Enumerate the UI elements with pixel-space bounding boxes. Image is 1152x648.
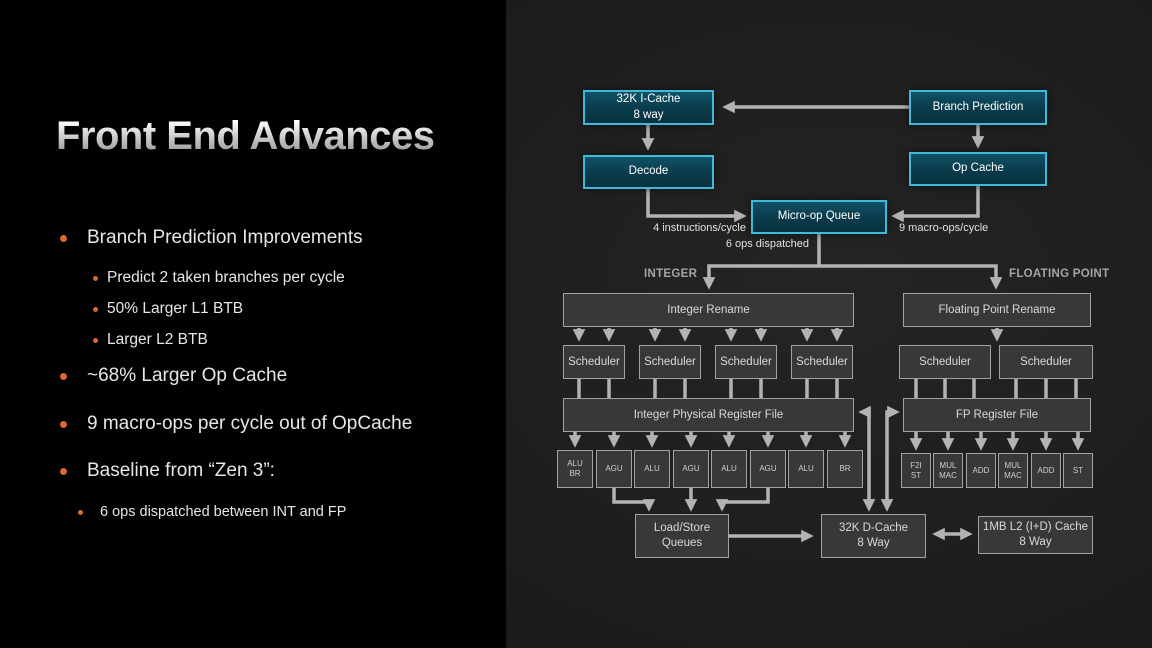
int-exec-unit-box: ALU [788, 450, 824, 488]
fp-scheduler-box: Scheduler [899, 345, 991, 379]
bullet-text: 9 macro-ops per cycle out of OpCache [87, 413, 413, 434]
integer-register-file-box: Integer Physical Register File [563, 398, 854, 432]
icache-box: 32K I-Cache 8 way [583, 90, 714, 125]
int-exec-unit-box: AGU [596, 450, 632, 488]
int-exec-unit-box: BR [827, 450, 863, 488]
bullet-text: Branch Prediction Improvements [87, 227, 363, 248]
bullet-icon [93, 307, 98, 312]
fp-exec-unit-box: ADD [1031, 453, 1061, 488]
int-scheduler-box: Scheduler [715, 345, 777, 379]
floating-point-section-label: FLOATING POINT [1009, 268, 1110, 280]
fp-exec-unit-box: MUL MAC [933, 453, 963, 488]
bullet-icon [60, 468, 67, 475]
fp-scheduler-box: Scheduler [999, 345, 1093, 379]
macro-ops-per-cycle-label: 9 macro-ops/cycle [899, 222, 989, 234]
bullet-icon [78, 510, 83, 515]
bullet-text: Baseline from “Zen 3”: [87, 460, 275, 481]
bullet-icon [93, 338, 98, 343]
int-exec-unit-box: ALU [711, 450, 747, 488]
branch-prediction-box: Branch Prediction [909, 90, 1047, 125]
bullet-baseline-zen3: Baseline from “Zen 3”: [60, 460, 275, 482]
bullet-text: Predict 2 taken branches per cycle [107, 269, 345, 286]
fp-exec-unit-box: F2I ST [901, 453, 931, 488]
int-scheduler-box: Scheduler [563, 345, 625, 379]
bullet-text: ~68% Larger Op Cache [87, 365, 288, 386]
bullet-text: Larger L2 BTB [107, 331, 208, 348]
instructions-per-cycle-label: 4 instructions/cycle [653, 222, 746, 234]
bullet-6-ops-dispatched: 6 ops dispatched between INT and FP [78, 504, 346, 520]
bullet-icon [60, 235, 67, 242]
fp-register-file-box: FP Register File [903, 398, 1091, 432]
int-exec-unit-box: ALU [634, 450, 670, 488]
bullet-text: 6 ops dispatched between INT and FP [100, 504, 347, 520]
integer-section-label: INTEGER [644, 268, 698, 280]
block-diagram-panel: 32K I-Cache 8 way Branch Prediction Deco… [506, 0, 1152, 648]
op-cache-box: Op Cache [909, 152, 1047, 186]
integer-rename-box: Integer Rename [563, 293, 854, 327]
bullet-l2-btb: Larger L2 BTB [93, 331, 208, 349]
int-exec-unit-box: ALU BR [557, 450, 593, 488]
bullet-icon [60, 373, 67, 380]
bullet-macro-ops: 9 macro-ops per cycle out of OpCache [60, 413, 412, 435]
bullet-op-cache: ~68% Larger Op Cache [60, 365, 287, 387]
slide-text-panel: Front End Advances Branch Prediction Imp… [0, 0, 506, 648]
bullet-predict-2-taken: Predict 2 taken branches per cycle [93, 269, 345, 287]
bullet-l1-btb: 50% Larger L1 BTB [93, 300, 243, 318]
decode-box: Decode [583, 155, 714, 189]
l2-cache-box: 1MB L2 (I+D) Cache 8 Way [978, 516, 1093, 554]
load-store-queues-box: Load/Store Queues [635, 514, 729, 558]
floating-point-rename-box: Floating Point Rename [903, 293, 1091, 327]
int-exec-unit-box: AGU [750, 450, 786, 488]
fp-exec-unit-box: ST [1063, 453, 1093, 488]
bullet-branch-prediction: Branch Prediction Improvements [60, 227, 363, 249]
bullet-icon [60, 421, 67, 428]
int-scheduler-box: Scheduler [791, 345, 853, 379]
bullet-icon [93, 276, 98, 281]
diagram-connectors [568, 100, 1085, 543]
page-title: Front End Advances [56, 114, 435, 158]
fp-exec-unit-box: ADD [966, 453, 996, 488]
fp-exec-unit-box: MUL MAC [998, 453, 1028, 488]
int-exec-unit-box: AGU [673, 450, 709, 488]
micro-op-queue-box: Micro-op Queue [751, 200, 887, 234]
bullet-text: 50% Larger L1 BTB [107, 300, 244, 317]
ops-dispatched-label: 6 ops dispatched [725, 238, 809, 250]
dcache-box: 32K D-Cache 8 Way [821, 514, 926, 558]
int-scheduler-box: Scheduler [639, 345, 701, 379]
